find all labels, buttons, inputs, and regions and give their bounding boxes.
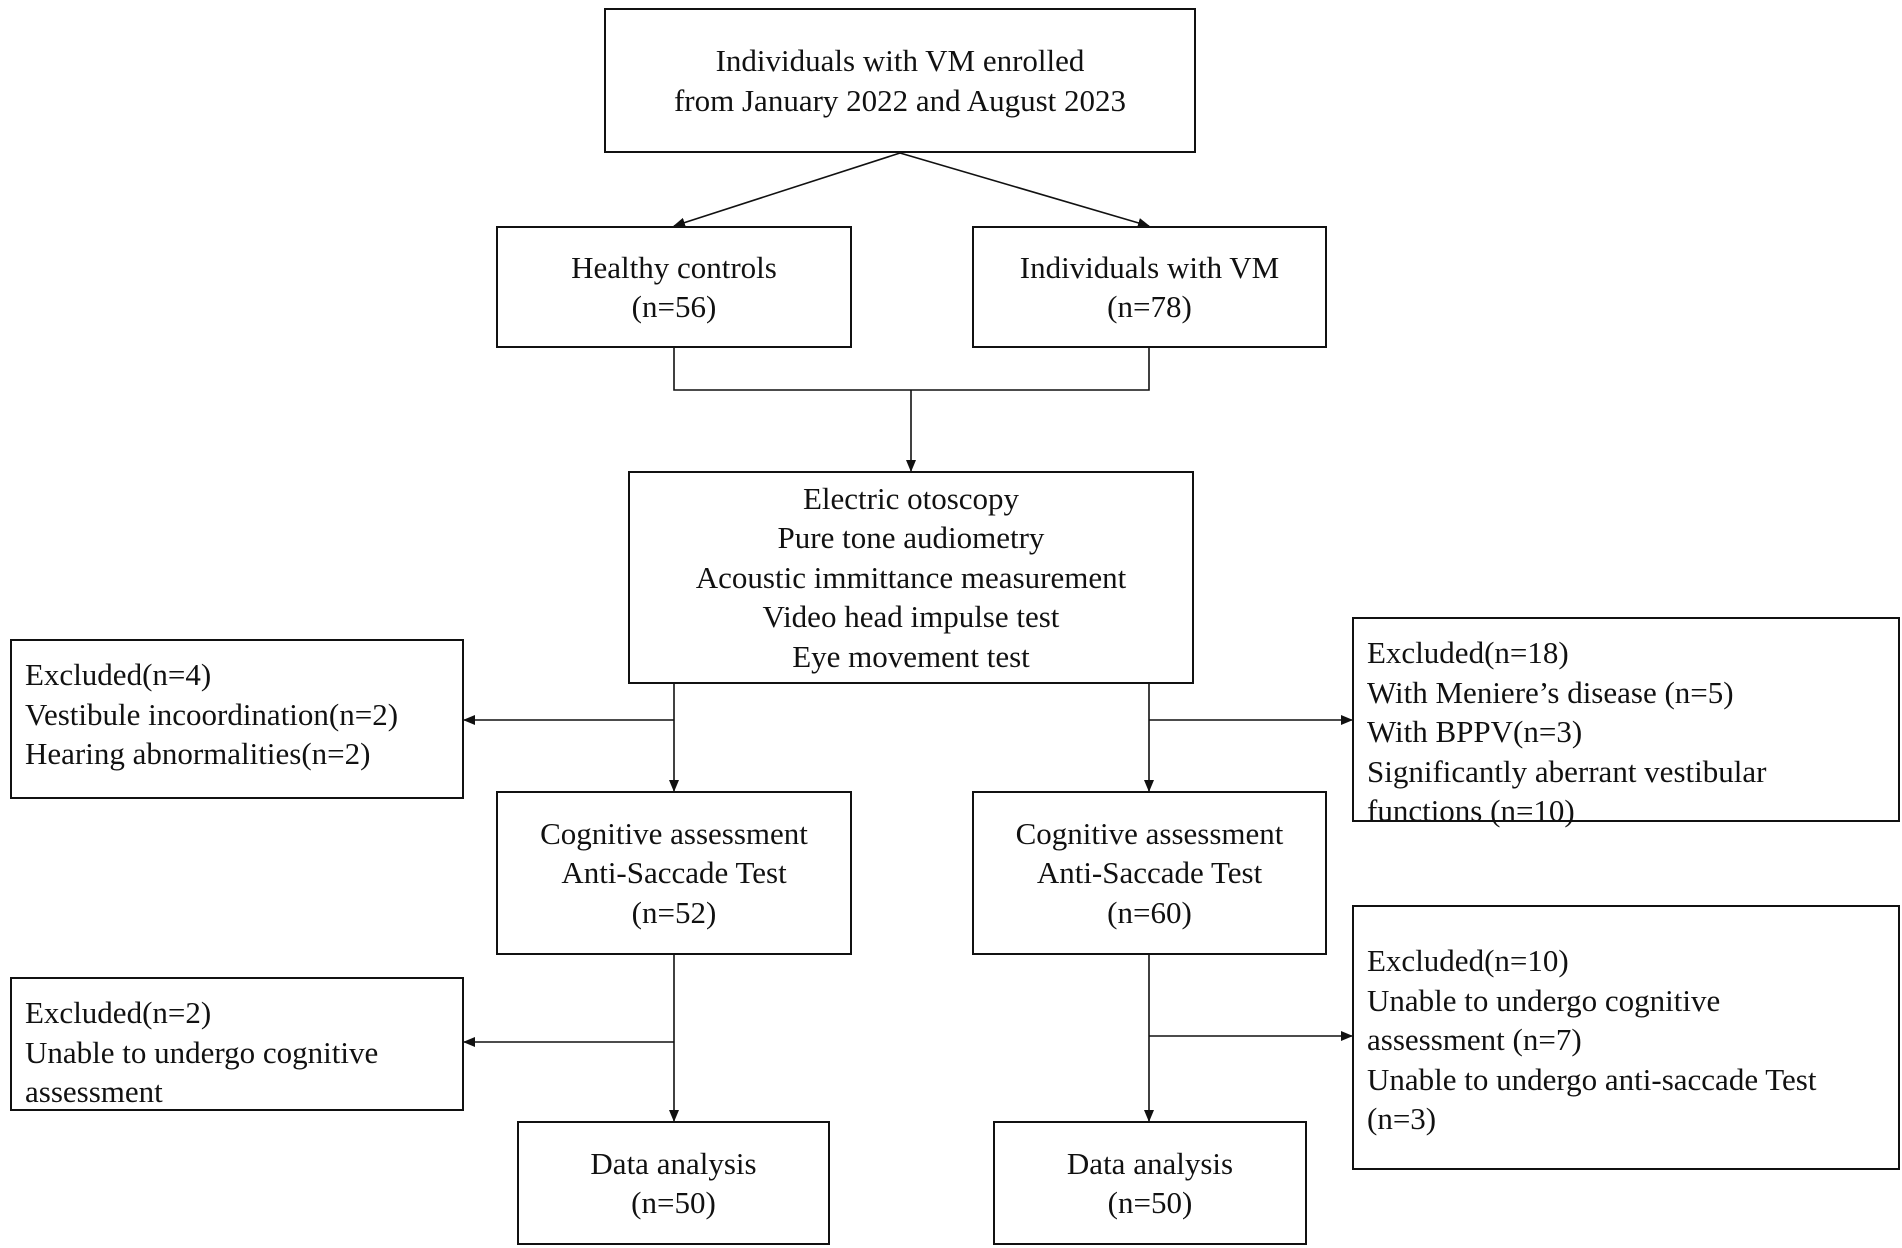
box-line: Excluded(n=10) (1367, 943, 1569, 978)
box-line: (n=3) (1367, 1101, 1437, 1136)
box-line: Anti-Saccade Test (1036, 855, 1263, 891)
box-line: (n=56) (631, 289, 717, 324)
excluded-vm-1-box: Excluded(n=18) With Meniere’s disease (n… (1352, 617, 1900, 828)
box-line: With BPPV(n=3) (1367, 714, 1583, 749)
box-line: Individuals with VM enrolled (715, 43, 1085, 78)
arrow-to-vm-group (899, 152, 1150, 228)
excluded-hc-2-box: Excluded(n=2) Unable to undergo cognitiv… (10, 977, 464, 1111)
box-line: Excluded(n=18) (1367, 635, 1569, 670)
box-line: (n=50) (631, 1185, 716, 1220)
arrow-to-healthy-controls (673, 152, 901, 228)
box-line: functions (n=10) (1367, 793, 1575, 828)
box-line: Electric otoscopy (802, 480, 1020, 516)
box-line: Acoustic immittance measurement (695, 559, 1127, 595)
box-line: With Meniere’s disease (n=5) (1367, 674, 1734, 710)
assessment-hc-box: Cognitive assessment Anti-Saccade Test (… (496, 791, 852, 955)
box-line: Unable to undergo cognitive (1367, 982, 1721, 1018)
box-line: Excluded(n=2) (25, 995, 212, 1030)
analysis-vm-box: Data analysis (n=50) (993, 1121, 1307, 1245)
box-line: Individuals with VM (1019, 249, 1280, 285)
assessment-vm-box: Cognitive assessment Anti-Saccade Test (… (972, 791, 1327, 955)
box-line: Excluded(n=4) (25, 657, 212, 692)
box-line: (n=60) (1107, 894, 1192, 930)
box-line: (n=78) (1107, 289, 1192, 324)
box-line: Data analysis (1066, 1145, 1234, 1181)
box-line: Pure tone audiometry (777, 520, 1045, 556)
box-line: Anti-Saccade Test (561, 855, 787, 891)
box-line: Cognitive assessment (1015, 815, 1284, 851)
box-line: from January 2022 and August 2023 (673, 82, 1127, 118)
vm-group-box: Individuals with VM (n=78) (972, 226, 1327, 348)
box-line: assessment (25, 1074, 163, 1109)
box-line: (n=52) (631, 894, 717, 930)
excluded-hc-1-box: Excluded(n=4) Vestibule incoordination(n… (10, 639, 464, 799)
box-line: assessment (n=7) (1367, 1022, 1582, 1057)
analysis-hc-box: Data analysis (n=50) (517, 1121, 830, 1245)
box-line: Healthy controls (571, 249, 777, 285)
healthy-controls-box: Healthy controls (n=56) (496, 226, 852, 348)
box-line: Cognitive assessment (540, 815, 808, 851)
box-line: Hearing abnormalities(n=2) (25, 736, 371, 771)
box-line: Video head impulse test (762, 599, 1060, 635)
box-line: Unable to undergo anti-saccade Test (1367, 1061, 1817, 1097)
excluded-vm-2-box: Excluded(n=10) Unable to undergo cogniti… (1352, 905, 1900, 1170)
merge-connector (673, 348, 1150, 391)
box-line: Vestibule incoordination(n=2) (25, 696, 399, 732)
enrollment-box: Individuals with VM enrolled from Januar… (604, 8, 1196, 153)
box-line: Unable to undergo cognitive (25, 1034, 379, 1070)
box-line: Significantly aberrant vestibular (1367, 753, 1767, 789)
box-line: Eye movement test (792, 638, 1030, 674)
examinations-box: Electric otoscopy Pure tone audiometry A… (628, 471, 1194, 684)
box-line: (n=50) (1107, 1185, 1193, 1220)
box-line: Data analysis (590, 1145, 757, 1181)
